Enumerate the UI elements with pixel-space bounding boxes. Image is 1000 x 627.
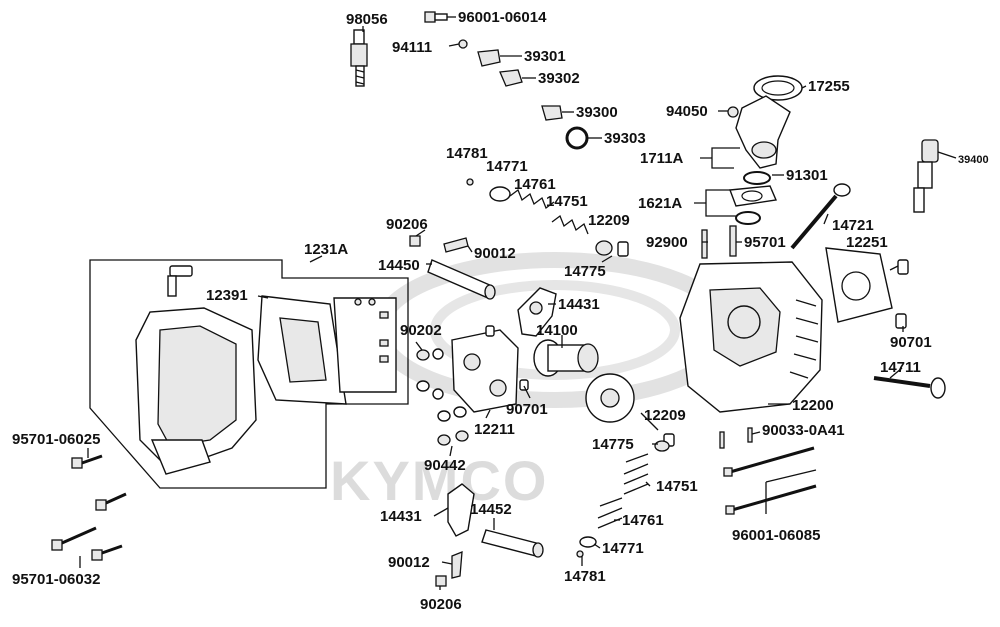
label-39302: 39302	[538, 70, 580, 87]
intake-manifold-1711A-part	[727, 95, 791, 169]
label-39400: 39400	[958, 154, 989, 166]
clamp-39302-part	[499, 69, 523, 87]
label-14761-top: 14761	[514, 176, 556, 193]
intake-clamp-17255-part	[753, 75, 803, 101]
rocker-arm-14431-bottom-part	[447, 483, 475, 537]
breather-plate-part	[333, 297, 397, 393]
label-12200: 12200	[792, 397, 834, 414]
label-90206-top: 90206	[386, 216, 428, 233]
valve-14711-part	[873, 376, 946, 399]
label-14771-bot: 14771	[602, 540, 644, 557]
label-14452: 14452	[470, 501, 512, 518]
bolts-95701-06025-part	[71, 454, 127, 511]
label-90701-right: 90701	[890, 334, 932, 351]
label-95701-06032: 95701-06032	[12, 571, 100, 588]
oring-91301-part	[743, 171, 771, 185]
label-14100: 14100	[536, 322, 578, 339]
oring-39303-part	[565, 126, 589, 150]
cam-holder-12211-part	[451, 325, 529, 413]
screw-90012-top-part	[443, 237, 469, 253]
head-gasket-12251-part	[825, 247, 893, 323]
washers-90442-part	[437, 406, 469, 446]
bolts-95701-06032-part	[51, 526, 123, 561]
cylinder-head-12200-part	[679, 261, 823, 413]
label-14781-top: 14781	[446, 145, 488, 162]
nut-90206-bottom-part	[435, 575, 447, 587]
label-14761-bot: 14761	[622, 512, 664, 529]
bolt-96001-06014-part	[424, 11, 448, 23]
label-98056: 98056	[346, 11, 388, 28]
nut-94111-part	[458, 39, 468, 49]
dowel-90701-right-part	[895, 259, 909, 329]
label-17255: 17255	[808, 78, 850, 95]
label-12209-top: 12209	[588, 212, 630, 229]
label-14775-top: 14775	[564, 263, 606, 280]
label-14431-top: 14431	[558, 296, 600, 313]
part-number-labels: 98056 96001-06014 94111 39301 39302 1725…	[12, 9, 989, 613]
temp-sensor-39400-part	[913, 139, 939, 213]
label-90701-mid: 90701	[506, 401, 548, 418]
stud-95701-part	[729, 225, 737, 257]
label-14751-top: 14751	[546, 193, 588, 210]
stud-92900-part	[701, 229, 708, 259]
rocker-shaft-14450-part	[427, 259, 496, 300]
label-91301: 91301	[786, 167, 828, 184]
label-90033-0A41: 90033-0A41	[762, 422, 845, 439]
label-94050: 94050	[666, 103, 708, 120]
label-90206-bot: 90206	[420, 596, 462, 613]
insulator-1621A-part	[729, 185, 778, 225]
label-1711A: 1711A	[640, 150, 684, 167]
valve-spring-set-top-part	[466, 178, 629, 257]
spark-plug-part	[350, 29, 368, 87]
washers-90202-part	[416, 348, 444, 400]
label-14775-bot: 14775	[592, 436, 634, 453]
label-14781-bot: 14781	[564, 568, 606, 585]
label-1621A: 1621A	[638, 195, 682, 212]
label-96001-06085: 96001-06085	[732, 527, 820, 544]
screw-90012-bottom-part	[451, 551, 463, 579]
long-bolts-96001-06085-part	[723, 446, 817, 515]
label-90012-bot: 90012	[388, 554, 430, 571]
head-cover-1231A-group	[89, 259, 409, 489]
label-14711: 14711	[880, 359, 921, 376]
leader-lines	[79, 16, 957, 590]
label-14721: 14721	[832, 217, 874, 234]
label-12251: 12251	[846, 234, 888, 251]
label-39303: 39303	[604, 130, 646, 147]
clamp-39300-part	[541, 105, 563, 121]
label-94111: 94111	[392, 39, 432, 56]
label-14751-bot: 14751	[656, 478, 698, 495]
rocker-shaft-14452-part	[481, 529, 544, 558]
label-92900: 92900	[646, 234, 688, 251]
label-14771-top: 14771	[486, 158, 528, 175]
label-90012-top: 90012	[474, 245, 516, 262]
valve-14721-part	[790, 183, 851, 250]
label-14431-bot: 14431	[380, 508, 422, 525]
label-96001-06014: 96001-06014	[458, 9, 547, 26]
cover-gasket-12391-part	[257, 295, 347, 405]
label-39300: 39300	[576, 104, 618, 121]
label-39301: 39301	[524, 48, 566, 65]
label-95701-06025: 95701-06025	[12, 431, 100, 448]
label-12391: 12391	[206, 287, 248, 304]
watermark-text: KYMCO	[330, 449, 548, 512]
camshaft-14100-part	[533, 339, 635, 423]
clamp-39301-part	[477, 49, 501, 67]
rocker-arm-14431-top-part	[517, 287, 557, 337]
valve-spring-set-bottom-part	[576, 433, 675, 558]
label-90442: 90442	[424, 457, 466, 474]
label-14450: 14450	[378, 257, 420, 274]
label-1231A: 1231A	[304, 241, 348, 258]
label-90202: 90202	[400, 322, 442, 339]
nut-90206-top-part	[409, 235, 421, 247]
stud-90033-0A41-part	[719, 427, 753, 449]
label-95701: 95701	[744, 234, 786, 251]
label-12209-bot: 12209	[644, 407, 686, 424]
label-12211: 12211	[474, 421, 515, 438]
